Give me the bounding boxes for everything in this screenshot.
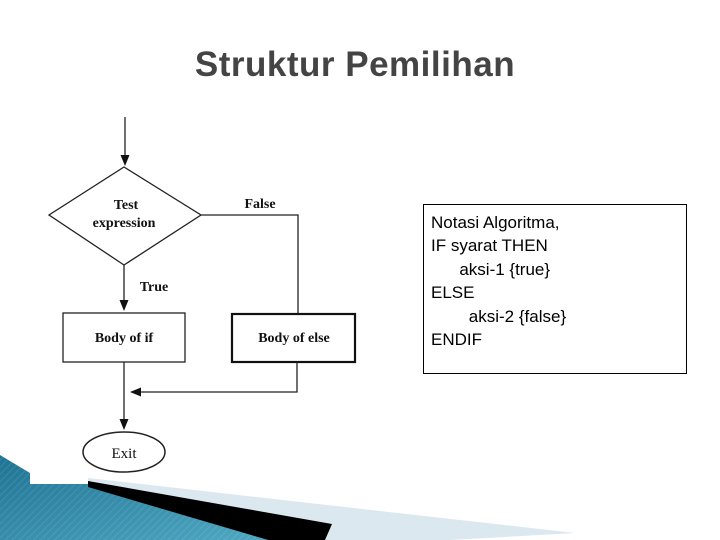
code-box: Notasi Algoritma, IF syarat THEN aksi-1 … xyxy=(423,204,687,374)
decision-label-line2: expression xyxy=(93,216,156,231)
true-label: True xyxy=(140,280,169,295)
merge-arrowhead-icon xyxy=(130,387,141,397)
footer-teal-texture xyxy=(0,455,268,540)
false-label: False xyxy=(244,197,275,212)
body-else-label: Body of else xyxy=(258,331,330,346)
true-arrowhead-icon xyxy=(119,300,129,311)
code-line: aksi-1 {true} xyxy=(431,259,551,279)
body-if-label: Body of if xyxy=(95,331,154,346)
page-title: Struktur Pemilihan xyxy=(194,45,516,84)
entry-arrowhead-icon xyxy=(120,155,130,166)
decision-label-line1: Test xyxy=(114,198,139,213)
code-line: Notasi Algoritma, xyxy=(431,213,560,232)
code-line: aksi-2 {false} xyxy=(431,306,567,326)
exit-ellipse xyxy=(82,431,166,473)
footer-black-wedge xyxy=(88,481,332,540)
body-if-box xyxy=(62,312,186,363)
exit-arrowhead-icon xyxy=(119,419,129,430)
body-else-box xyxy=(230,312,357,364)
merge-line xyxy=(132,362,298,393)
code-line: IF syarat THEN xyxy=(431,236,548,256)
code-line: ENDIF xyxy=(431,330,482,350)
false-branch-line xyxy=(201,214,299,314)
code-line: ELSE xyxy=(431,283,475,303)
exit-label: Exit xyxy=(112,446,138,462)
